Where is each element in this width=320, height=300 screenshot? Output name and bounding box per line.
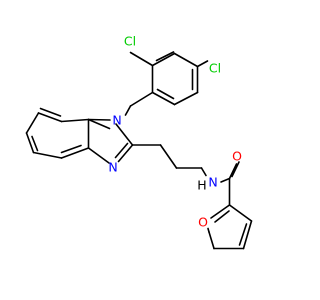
nitrogen-atom-label: N [108,160,117,175]
bond [60,144,82,154]
oxygen-atom-label: O [232,149,242,164]
bond [115,123,134,146]
bond [173,91,199,106]
bond [238,223,248,246]
bond [87,118,111,130]
bond [60,118,90,123]
bond [207,227,210,233]
bond [31,135,39,152]
bond [151,91,176,106]
bond [124,105,132,116]
bond [39,107,62,117]
bond [228,163,238,180]
hydrogen-atom-label: H [197,178,206,193]
chlorine-atom-label: Cl [124,34,136,49]
bond [231,161,240,178]
bond [156,88,175,100]
molecule-structure-diagram: Cl Cl N N N H O O [25,34,253,250]
bond [32,151,63,159]
bond [151,52,176,67]
bond [208,231,215,250]
oxygen-atom-label: O [198,215,208,230]
bond [114,142,129,159]
nitrogen-atom-label: N [112,113,121,128]
bond [210,204,231,219]
bond [117,144,134,163]
bond [200,167,207,177]
bond [196,60,209,68]
bond [173,52,199,68]
bond [60,147,90,159]
bond [214,210,230,223]
bond [87,147,110,164]
bond [87,118,111,121]
bond [155,51,175,62]
bond [129,51,154,67]
nitrogen-atom-label: N [208,175,217,190]
bond [228,204,253,222]
bond [37,112,63,123]
bond-lines [25,51,253,250]
bond [242,220,253,250]
bond [25,112,40,134]
bond [220,177,231,183]
bond [129,91,154,107]
bond [25,132,35,154]
bond [159,144,178,169]
atom-labels: Cl Cl N N N H O O [108,34,242,230]
chlorine-atom-label: Cl [209,61,221,76]
